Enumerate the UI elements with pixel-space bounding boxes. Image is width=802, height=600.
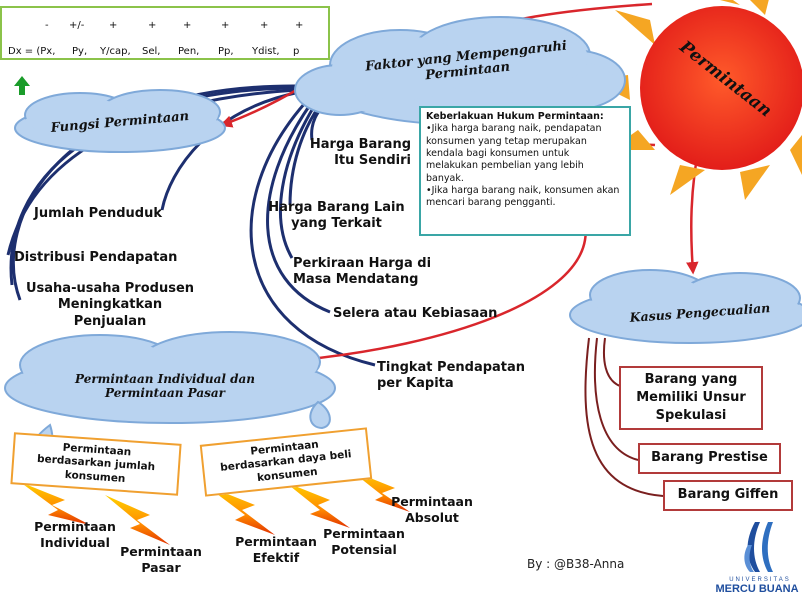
formula-sign: +	[109, 20, 118, 31]
factor-jumlah-penduduk: Jumlah Penduduk	[34, 206, 163, 221]
factor-usaha-produsen: Usaha-usaha Produsen Meningkatkan Penjua…	[25, 281, 195, 329]
factor-selera: Selera atau Kebiasaan	[333, 306, 498, 321]
factor-tingkat-pendapatan: Tingkat Pendapatan per Kapita	[377, 360, 526, 392]
hukum-title: Keberlakuan Hukum Permintaan:	[426, 111, 604, 122]
author-credit: By : @B38-Anna	[527, 557, 625, 571]
formula-sign: +	[260, 20, 269, 31]
demand-function-formula-box: - +/- + + + + + + Dx = (Px, Py, Y/cap, S…	[0, 6, 330, 60]
exception-connectors	[584, 337, 664, 497]
factor-harga-barang: Harga Barang Itu Sendiri	[309, 137, 411, 169]
cloud-individual-pasar-label: Permintaan Individual dan Permintaan Pas…	[75, 372, 255, 400]
factor-harga-lain: Harga Barang Lain yang Terkait	[268, 200, 405, 232]
formula-sign: +	[221, 20, 230, 31]
formula-term: Ydist,	[252, 46, 280, 57]
sun-icon	[590, 0, 802, 200]
formula-sign: +	[148, 20, 157, 31]
exception-spekulasi-box: Barang yang Memiliki Unsur Spekulasi	[619, 366, 763, 430]
formula-sign: +	[295, 20, 304, 31]
formula-term: Pen,	[178, 46, 200, 57]
formula-sign: +/-	[69, 20, 85, 31]
type-individual: Permintaan Individual	[34, 519, 116, 551]
hukum-line-1: •Jika harga barang naik, pendapatan kons…	[426, 123, 602, 184]
type-efektif: Permintaan Efektif	[235, 534, 317, 566]
lightning-icon	[20, 470, 410, 545]
type-potensial: Permintaan Potensial	[323, 526, 405, 558]
type-absolut: Permintaan Absolut	[391, 494, 473, 526]
formula-term: Y/cap,	[100, 46, 131, 57]
formula-sign: -	[45, 20, 49, 31]
exception-prestise-box: Barang Prestise	[638, 443, 781, 474]
hukum-permintaan-box: Keberlakuan Hukum Permintaan: •Jika harg…	[419, 106, 631, 236]
factor-perkiraan-harga: Perkiraan Harga di Masa Mendatang	[293, 256, 432, 288]
exception-giffen-box: Barang Giffen	[663, 480, 793, 511]
formula-term: Pp,	[218, 46, 234, 57]
logo-text-universitas: UNIVERSITAS	[729, 577, 791, 583]
logo-text-mercu-buana: MERCU BUANA	[715, 583, 799, 595]
formula-term: Sel,	[142, 46, 161, 57]
formula-term: Dx = (Px,	[8, 46, 56, 57]
hukum-line-2: •Jika harga barang naik, konsumen akan m…	[426, 185, 620, 209]
mercu-buana-logo-icon	[744, 522, 773, 572]
up-arrow-icon	[14, 76, 30, 95]
formula-sign: +	[183, 20, 192, 31]
formula-term: p	[293, 46, 300, 57]
type-pasar: Permintaan Pasar	[120, 544, 202, 576]
formula-term: Py,	[72, 46, 88, 57]
factor-distribusi-pendapatan: Distribusi Pendapatan	[14, 250, 178, 265]
